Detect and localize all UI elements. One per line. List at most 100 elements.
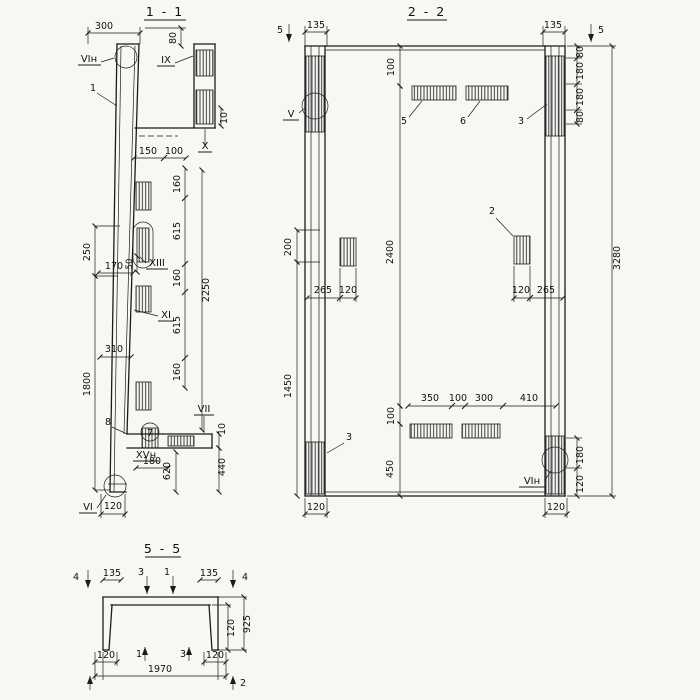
marker-x: X [202,141,209,152]
detail-circle-vi-bottom [103,474,127,498]
dim-180-a: 180 [575,62,586,80]
section-1-1-title: 1 - 1 [146,4,184,19]
dim-120-left: 120 [339,285,357,296]
rib-hatch-top-right [545,55,565,137]
dim-80-a: 80 [575,46,586,58]
callout-7: 7 [147,428,153,439]
dim-265-left: 265 [314,285,332,296]
marker-xiii: XIII [149,258,165,269]
dim-135-left: 135 [103,568,121,579]
dim-80: 80 [168,32,179,44]
cut-5-right: 5 [598,25,604,36]
callout-3-bottom: 3 [180,649,186,660]
dim-350: 350 [421,393,439,404]
channel-outline [102,596,219,651]
dim-200: 200 [283,238,294,256]
dim-2250: 2250 [201,278,212,302]
cut-marks-5-5 [85,570,236,690]
dimension-lines-1-1 [85,25,224,518]
dim-2400: 2400 [385,240,396,264]
dim-620: 620 [162,462,173,480]
marker-ix: IX [161,55,171,66]
dim-150: 150 [139,146,157,157]
dim-10-top: 10 [219,112,230,124]
cut-marks-2-2 [286,24,594,42]
marker-xvh: XVн [136,450,156,461]
rib-hatch-bottom-right [545,435,565,495]
section-2-2-title: 2 - 2 [408,4,446,19]
dim-100: 100 [165,146,183,157]
dim-160-b: 160 [172,269,183,287]
dim-1450: 1450 [283,374,294,398]
rebar-hatch [135,181,152,211]
dim-300: 300 [95,21,113,32]
dim-300: 300 [475,393,493,404]
callout-3-top: 3 [518,116,524,127]
foot-plate [126,433,213,449]
rebar-hatch [195,89,214,125]
dimension-lines-2-2 [294,26,616,518]
dim-100-mid: 100 [449,393,467,404]
marker-vii: VII [198,404,211,415]
dim-160-a: 160 [172,175,183,193]
dim-1970: 1970 [148,664,172,675]
dim-450: 450 [385,460,396,478]
rebar-hatch [136,227,150,263]
marker-vih-top: VIн [81,54,97,65]
marker-vih: VIн [524,476,540,487]
rebar-hatch [465,85,509,101]
rebar-hatch [339,237,357,267]
marker-vi-bottom: VI [83,502,93,513]
dim-3280: 3280 [612,246,623,270]
section-2-2-view: 2 - 2 [277,4,623,518]
dim-120-right-side: 120 [226,619,237,637]
dim-135-right: 135 [544,20,562,31]
dim-135-right: 135 [200,568,218,579]
callout-3-top: 3 [138,567,144,578]
dim-120-right: 120 [512,285,530,296]
dim-120-bottom-right: 120 [547,502,565,513]
dim-170: 170 [105,261,123,272]
cut-4-right: 4 [242,572,248,583]
marker-v: V [288,109,295,120]
dim-120-bottom-left: 120 [307,502,325,513]
dim-120-bottom: 120 [104,501,122,512]
marker-xi: XI [161,310,171,321]
rib-hatch-bottom-left [305,441,325,495]
dim-250: 250 [82,243,93,261]
dim-310: 310 [105,344,123,355]
callout-1: 1 [90,83,96,94]
rebar-hatch [513,235,531,265]
dim-265-right: 265 [537,285,555,296]
detail-circle-vih-top [114,45,138,69]
callout-3-bottom: 3 [346,432,352,443]
dim-615-b: 615 [172,316,183,334]
dim-100-top: 100 [386,58,397,76]
rebar-hatch [135,285,152,313]
cut-2: 2 [240,678,246,689]
detail-circle-vih [541,446,569,474]
dimension-lines-5-5 [92,577,247,680]
callout-1-top: 1 [164,567,170,578]
dim-180-c: 180 [575,446,586,464]
dim-615-a: 615 [172,222,183,240]
dim-120-bottom-right: 120 [206,650,224,661]
section-5-5-title: 5 - 5 [144,541,182,556]
dim-925: 925 [242,615,253,633]
callout-5: 5 [401,116,407,127]
rebar-hatch [461,423,501,439]
dim-160-c: 160 [172,363,183,381]
cut-5-left: 5 [277,25,283,36]
dim-80-b: 80 [575,111,586,123]
dim-180-b: 180 [575,88,586,106]
dim-1800: 1800 [82,372,93,396]
rebar-hatch [411,85,457,101]
rib-hatch-top-left [305,55,325,133]
callout-leaders-1-1 [78,55,214,514]
anchor-loop-outline [132,221,154,269]
cut-4-left: 4 [73,572,79,583]
callout-8: 8 [105,417,111,428]
rebar-hatch [167,435,195,447]
dim-410: 410 [520,393,538,404]
